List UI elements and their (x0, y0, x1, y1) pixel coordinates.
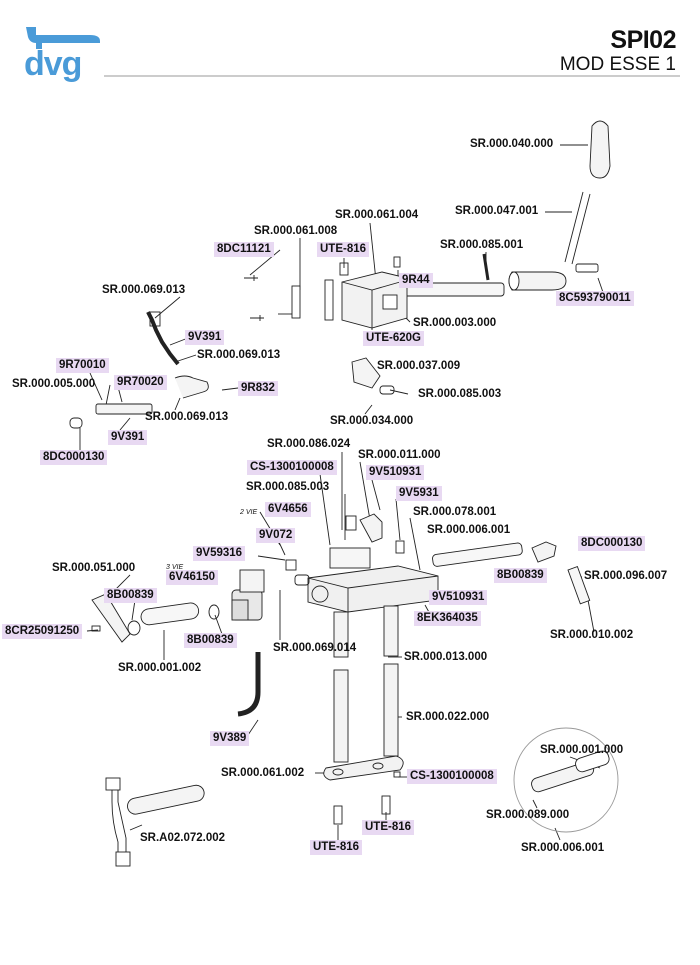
part-label-highlighted: 9V072 (256, 528, 296, 543)
part-label: SR.000.069.013 (197, 349, 281, 361)
part-label: SR.000.061.004 (335, 209, 419, 221)
part-label: SR.000.085.003 (246, 481, 330, 493)
part-label-highlighted: UTE-816 (310, 840, 363, 855)
part-label-highlighted: UTE-620G (363, 331, 424, 346)
part-label: SR.000.078.001 (413, 506, 497, 518)
part-label-highlighted: 9V510931 (429, 590, 488, 605)
part-label-highlighted: 8C593790011 (556, 291, 634, 306)
part-label: SR.000.086.024 (267, 438, 351, 450)
part-label: SR.000.022.000 (406, 711, 490, 723)
part-label-highlighted: 6V46150 (166, 570, 219, 585)
part-label: SR.000.013.000 (404, 651, 488, 663)
brand-logo: dvg (24, 45, 82, 83)
part-label: SR.000.069.013 (102, 284, 186, 296)
part-label-highlighted: 8B00839 (184, 633, 237, 648)
part-label-highlighted: 6V4656 (265, 502, 311, 517)
part-label: SR.000.010.002 (550, 629, 634, 641)
part-label-highlighted: 8B00839 (104, 588, 157, 603)
page-subtitle: MOD ESSE 1 (559, 54, 676, 75)
part-label: SR.000.037.009 (377, 360, 461, 372)
ways-note: 2 VIE (240, 509, 258, 516)
part-label-highlighted: CS-1300100008 (247, 460, 337, 475)
part-label-highlighted: 9V389 (210, 731, 250, 746)
part-label-highlighted: 8B00839 (494, 568, 547, 583)
part-label: SR.000.003.000 (413, 317, 497, 329)
part-label-highlighted: 9V59316 (193, 546, 246, 561)
part-label: SR.000.047.001 (455, 205, 539, 217)
part-label: SR.000.011.000 (358, 449, 441, 461)
part-label-highlighted: 8CR25091250 (2, 624, 83, 639)
part-label: SR.000.001.000 (540, 744, 624, 756)
part-label-highlighted: 8EK364035 (414, 611, 481, 626)
part-label-highlighted: UTE-816 (317, 242, 370, 257)
part-label: SR.000.006.001 (427, 524, 511, 536)
part-label-highlighted: 8DC11121 (214, 242, 274, 257)
part-label-highlighted: 9V391 (108, 430, 148, 445)
page-title: SPI02 (610, 26, 676, 54)
part-label: SR.000.001.002 (118, 662, 202, 674)
part-label-highlighted: 9V391 (185, 330, 225, 345)
part-label: SR.000.069.013 (145, 411, 229, 423)
part-label: SR.000.085.003 (418, 388, 502, 400)
part-label: SR.000.034.000 (330, 415, 414, 427)
part-label-highlighted: 9V5931 (396, 486, 442, 501)
logo-spout-icon (26, 27, 100, 49)
part-label-highlighted: 9R44 (399, 273, 433, 288)
part-label-highlighted: UTE-816 (362, 820, 415, 835)
part-label: SR.000.069.014 (273, 642, 357, 654)
part-label-highlighted: 9R70010 (56, 358, 109, 373)
ways-note: 3 VIE (166, 564, 184, 571)
part-label-highlighted: 8DC000130 (40, 450, 108, 465)
part-label-highlighted: 9R832 (238, 381, 278, 396)
part-label-highlighted: 9V510931 (366, 465, 425, 480)
part-label: SR.000.006.001 (521, 842, 605, 854)
part-label: SR.000.061.008 (254, 225, 338, 237)
part-label-highlighted: CS-1300100008 (407, 769, 497, 784)
part-label: SR.000.005.000 (12, 378, 96, 390)
part-label: SR.000.061.002 (221, 767, 305, 779)
part-label: SR.000.089.000 (486, 809, 570, 821)
part-label-highlighted: 9R70020 (114, 375, 167, 390)
part-label: SR.000.085.001 (440, 239, 524, 251)
part-label: SR.000.051.000 (52, 562, 136, 574)
part-label: SR.000.040.000 (470, 138, 554, 150)
part-label: SR.000.096.007 (584, 570, 668, 582)
part-label-highlighted: 8DC000130 (578, 536, 646, 551)
part-label: SR.A02.072.002 (140, 832, 226, 844)
